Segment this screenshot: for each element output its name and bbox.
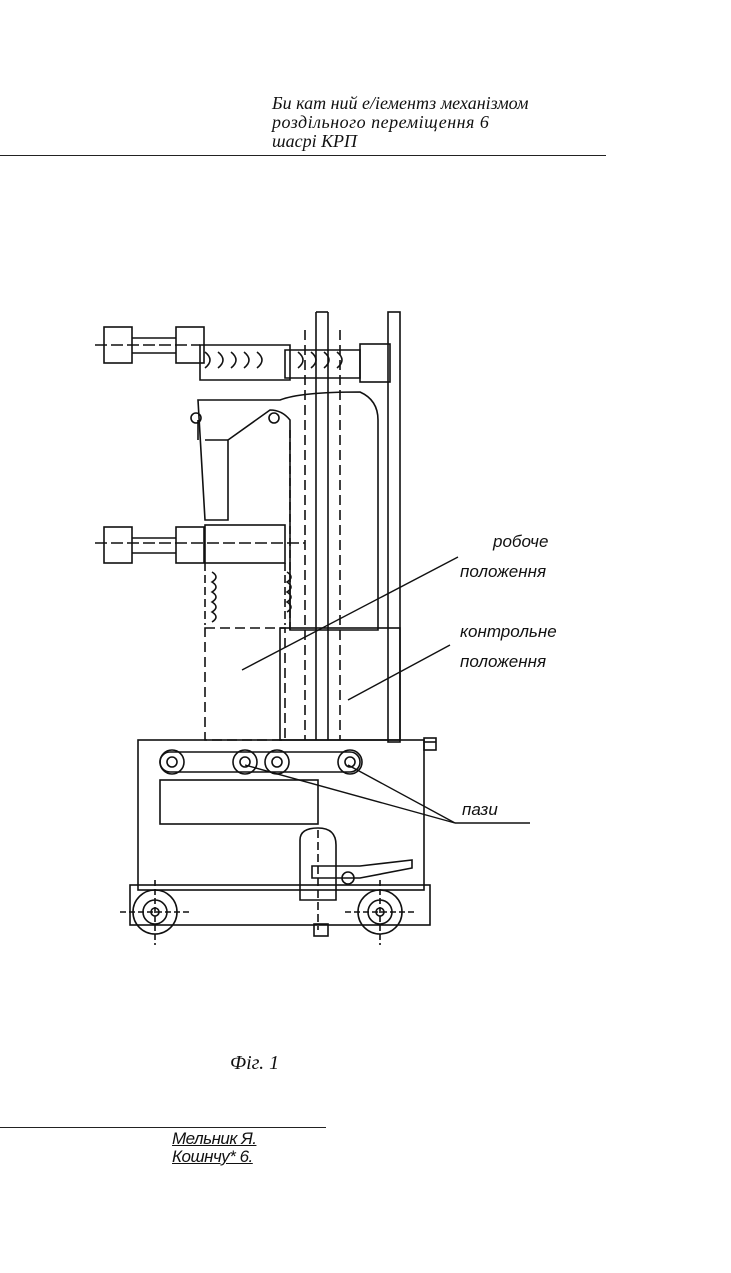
figure-caption: Фіг. 1 — [230, 1052, 279, 1075]
technical-drawing — [0, 280, 731, 980]
author-line: Кошнчу* 6. — [172, 1148, 256, 1166]
label-slots: пази — [462, 800, 498, 820]
title-line: Би кат ний е/iементз механізмом — [272, 94, 652, 113]
authors: Мельник Я. Кошнчу* 6. — [172, 1130, 256, 1166]
label-working-position-1: робоче — [493, 532, 548, 552]
label-control-position-1: контрольне — [460, 622, 557, 642]
header-rule — [0, 155, 606, 156]
label-control-position-2: положення — [460, 652, 546, 672]
title-line: роздільного переміщення 6 — [272, 113, 652, 132]
author-line: Мельник Я. — [172, 1130, 256, 1148]
footer-rule — [0, 1127, 326, 1128]
label-working-position-2: положення — [460, 562, 546, 582]
title-line: шасрі КРП — [272, 132, 652, 151]
document-title: Би кат ний е/iементз механізмом роздільн… — [272, 94, 652, 151]
